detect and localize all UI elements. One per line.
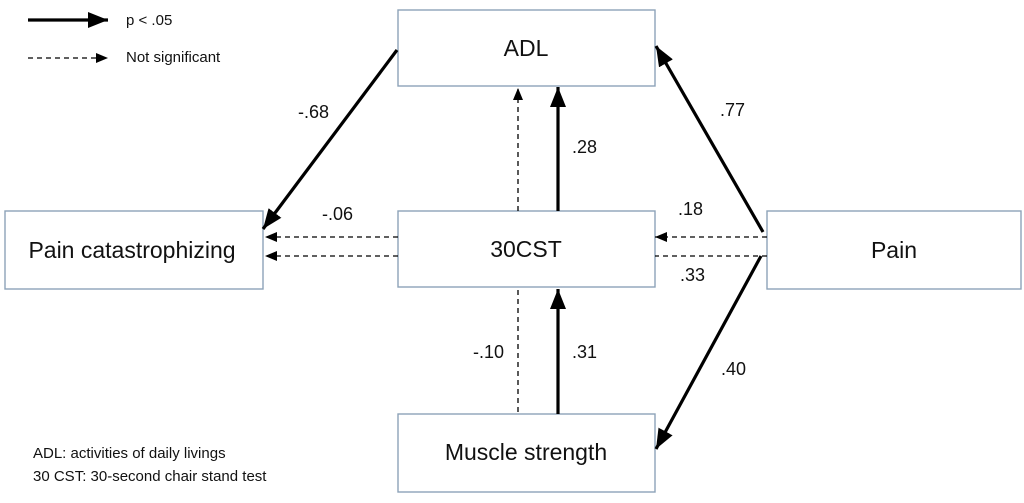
node-muscle-strength: Muscle strength	[397, 413, 656, 493]
legend-significant-label: p < .05	[126, 12, 172, 29]
node-30cst: 30CST	[397, 210, 656, 288]
node-pain: Pain	[766, 210, 1022, 290]
node-pain-catastrophizing: Pain catastrophizing	[4, 210, 264, 290]
note-cst-definition: 30 CST: 30-second chair stand test	[33, 468, 267, 485]
coef-pain-to-muscle-strength: .40	[721, 359, 746, 379]
coef-muscle-strength-to-cst-ns: -.10	[473, 342, 504, 362]
node-pain-label: Pain	[871, 237, 917, 263]
legend-not-significant-label: Not significant	[126, 49, 221, 66]
coef-pain-to-cst: .18	[678, 199, 703, 219]
coef-adl-to-pain-catastrophizing: -.68	[298, 102, 329, 122]
node-30cst-label: 30CST	[490, 236, 562, 262]
node-adl: ADL	[397, 9, 656, 87]
path-pain-to-muscle-strength	[654, 255, 763, 450]
node-muscle-strength-label: Muscle strength	[445, 439, 607, 465]
path-adl-to-pain-catastrophizing	[261, 49, 399, 230]
node-pain-catastrophizing-label: Pain catastrophizing	[28, 237, 235, 263]
path-pain-to-adl	[654, 45, 765, 233]
coef-pain-to-adl: .77	[720, 100, 745, 120]
coef-cst-to-adl: .28	[572, 137, 597, 157]
node-adl-label: ADL	[504, 35, 549, 61]
coef-cst-to-pain-catastrophizing: -.06	[322, 204, 353, 224]
coef-muscle-strength-to-cst: .31	[572, 342, 597, 362]
legend: p < .05 Not significant	[28, 12, 221, 66]
coef-pain-to-pain-catastrophizing: .33	[680, 265, 705, 285]
note-adl-definition: ADL: activities of daily livings	[33, 445, 226, 462]
